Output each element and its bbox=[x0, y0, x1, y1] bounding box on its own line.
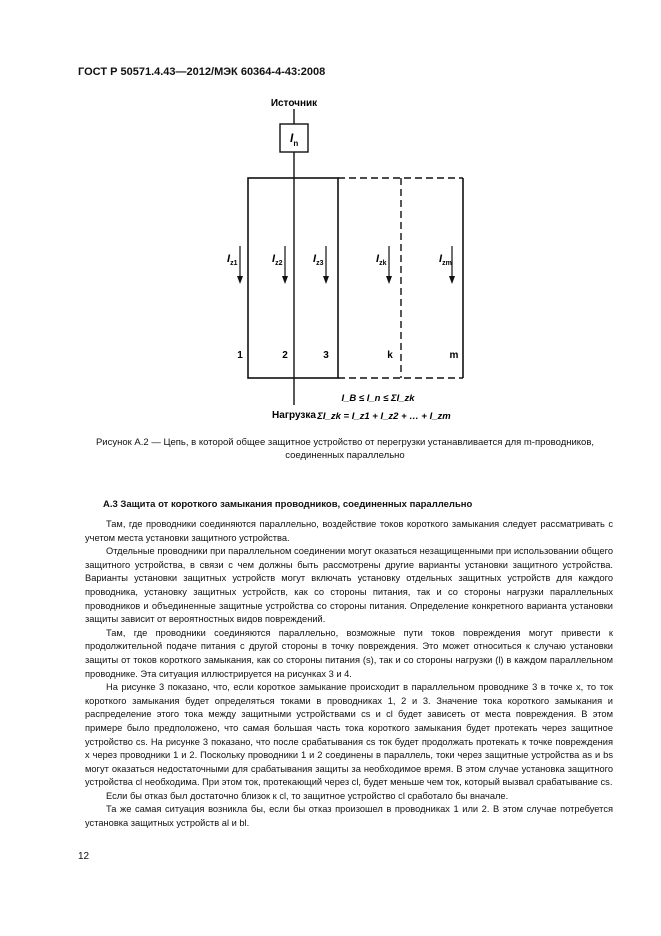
conductor-frame-solid bbox=[247, 177, 339, 379]
current-zm: Izm bbox=[439, 246, 455, 284]
source-label: Источник bbox=[271, 98, 318, 109]
conductor-number-1: 1 bbox=[237, 350, 243, 361]
conductor-number-m: m bbox=[450, 350, 459, 361]
conductor-number-3: 3 bbox=[323, 350, 329, 361]
formula-sum: ΣI_zk = I_z1 + I_z2 + … + I_zm bbox=[316, 411, 451, 422]
parallel-conductors-diagram: Источник In Нагрузка Iz1 Iz2 Iz3 Izk Izm… bbox=[227, 98, 464, 422]
section-title: А.3 Защита от короткого замыкания провод… bbox=[103, 499, 473, 510]
caption-line-1: Рисунок А.2 — Цепь, в которой общее защи… bbox=[95, 437, 595, 448]
current-z1: Iz1 bbox=[227, 246, 243, 284]
paragraph: На рисунке 3 показано, что, если коротко… bbox=[85, 682, 613, 788]
figure-caption: Рисунок А.2 — Цепь, в которой общее защи… bbox=[80, 436, 610, 462]
protective-device-label: In bbox=[290, 131, 298, 148]
svg-text:Izm: Izm bbox=[439, 253, 452, 267]
protective-device-box bbox=[279, 123, 309, 153]
load-label: Нагрузка bbox=[272, 410, 316, 421]
svg-text:Iz3: Iz3 bbox=[313, 253, 324, 267]
paragraph: Там, где проводники соединяются параллел… bbox=[85, 627, 613, 679]
page-number: 12 bbox=[78, 851, 90, 862]
paragraph: Там, где проводники соединяются параллел… bbox=[85, 519, 613, 543]
svg-text:Izk: Izk bbox=[376, 253, 387, 267]
svg-text:Iz1: Iz1 bbox=[227, 253, 238, 267]
svg-text:Iz2: Iz2 bbox=[272, 253, 283, 267]
conductor-number-2: 2 bbox=[282, 350, 288, 361]
body-text: Там, где проводники соединяются параллел… bbox=[85, 518, 613, 831]
paragraph: Отдельные проводники при параллельном со… bbox=[85, 546, 613, 625]
current-z3: Iz3 bbox=[313, 246, 329, 284]
conductor-number-k: k bbox=[387, 350, 393, 361]
current-zk: Izk bbox=[376, 246, 392, 284]
formula-inequality: I_B ≤ I_n ≤ ΣI_zk bbox=[341, 393, 415, 404]
page-header: ГОСТ Р 50571.4.43—2012/МЭК 60364-4-43:20… bbox=[78, 66, 326, 78]
paragraph: Если бы отказ был достаточно близок к cl… bbox=[106, 790, 509, 801]
current-z2: Iz2 bbox=[272, 246, 288, 284]
paragraph: Та же самая ситуация возникла бы, если б… bbox=[85, 804, 613, 829]
caption-line-2: соединенных параллельно bbox=[285, 450, 405, 461]
